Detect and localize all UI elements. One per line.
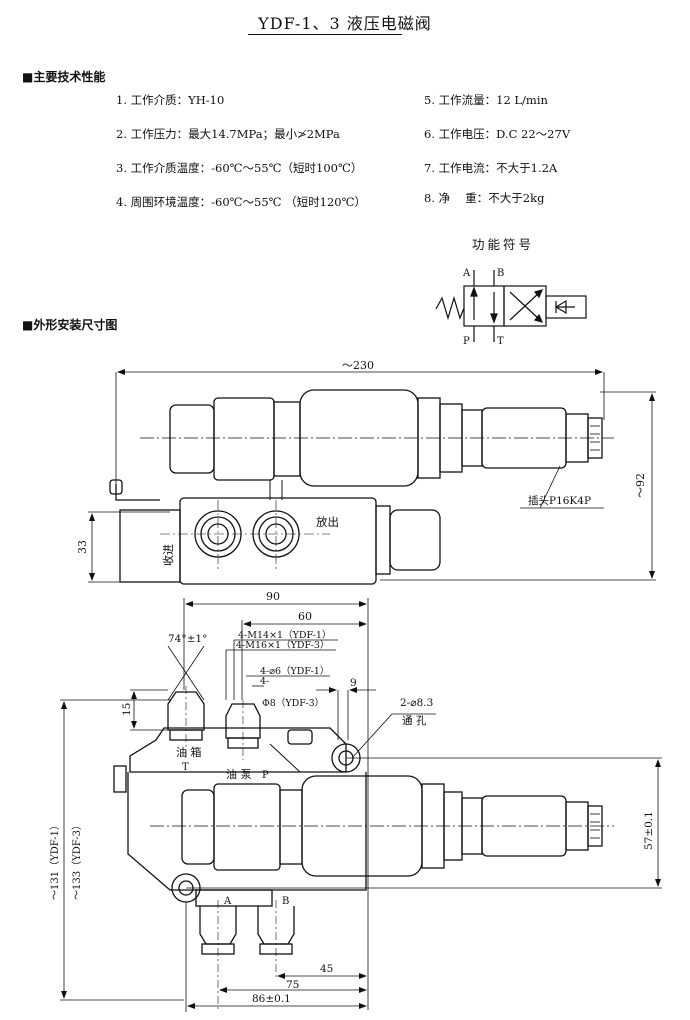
hole-label: 通 孔: [402, 714, 427, 727]
thread-ydf1: 4-M14×1（YDF-1）: [238, 629, 331, 641]
symbol-port-a: A: [462, 268, 471, 279]
symbol-port-p: P: [463, 336, 470, 347]
hole-spec: 2-⌀8.3: [400, 697, 433, 709]
outlet-label: 放出: [316, 515, 339, 529]
tank-label: 油 箱: [176, 745, 202, 759]
title-underline: [248, 34, 402, 35]
tank-port: T: [182, 762, 189, 773]
function-symbol-diagram: [435, 270, 587, 342]
bore-ydf1: 4-⌀6（YDF-1）: [260, 665, 329, 677]
dim-90: 90: [266, 590, 280, 603]
angle-label: 74°±1°: [168, 633, 207, 645]
dim-86: 86±0.1: [252, 993, 291, 1005]
dim-15: 15: [121, 703, 133, 716]
spec-item-4: 4. 周围环境温度：-60℃～55℃ （短时120℃）: [116, 195, 366, 209]
front-view-drawing: [60, 598, 662, 1012]
bore-ydf3: Φ8（YDF-3）: [262, 697, 324, 709]
dims-heading: ■外形安装尺寸图: [22, 318, 118, 332]
dim-9: 9: [350, 677, 357, 689]
pump-port: P: [262, 770, 269, 781]
dim-base-height: 33: [76, 540, 89, 554]
dim-60: 60: [298, 610, 312, 623]
spec-item-7: 7. 工作电流：不大于1.2A: [424, 161, 558, 175]
spec-item-3: 3. 工作介质温度：-60℃～55℃（短时100℃）: [116, 161, 363, 175]
top-view-drawing: [88, 369, 656, 585]
spec-item-1: 1. 工作介质：YH-10: [116, 93, 225, 107]
symbol-port-b: B: [497, 268, 504, 279]
dim-overall-length: ～230: [342, 359, 374, 372]
function-symbol-title: 功能符号: [472, 237, 535, 252]
page-title: YDF-1、3 液压电磁阀: [258, 14, 432, 33]
pump-label: 油 泵: [226, 767, 252, 781]
specs-heading: ■主要技术性能: [22, 70, 106, 84]
bore-prefix: 4-: [260, 676, 269, 687]
symbol-port-t: T: [497, 336, 504, 347]
height-ydf1: ～131（YDF-1）: [49, 820, 61, 900]
height-ydf3: ～133（YDF-3）: [71, 820, 83, 900]
dim-57: 57±0.1: [643, 811, 655, 850]
spec-item-2: 2. 工作压力：最大14.7MPa；最小≯2MPa: [116, 127, 340, 141]
dim-75: 75: [286, 979, 299, 991]
spec-item-8: 8. 净 重：不大于2kg: [424, 191, 545, 205]
plug-label: 插头P16K4P: [528, 494, 591, 507]
dim-45: 45: [320, 963, 333, 975]
dim-overall-height: ～92: [634, 473, 647, 498]
spec-item-5: 5. 工作流量：12 L/min: [424, 93, 548, 107]
thread-ydf3: 4-M16×1（YDF-3）: [236, 639, 329, 651]
spec-item-6: 6. 工作电压：D.C 22～27V: [424, 127, 571, 141]
inlet-label: 收进: [161, 544, 175, 566]
port-b-label: B: [282, 896, 289, 907]
port-a-label: A: [223, 896, 232, 907]
